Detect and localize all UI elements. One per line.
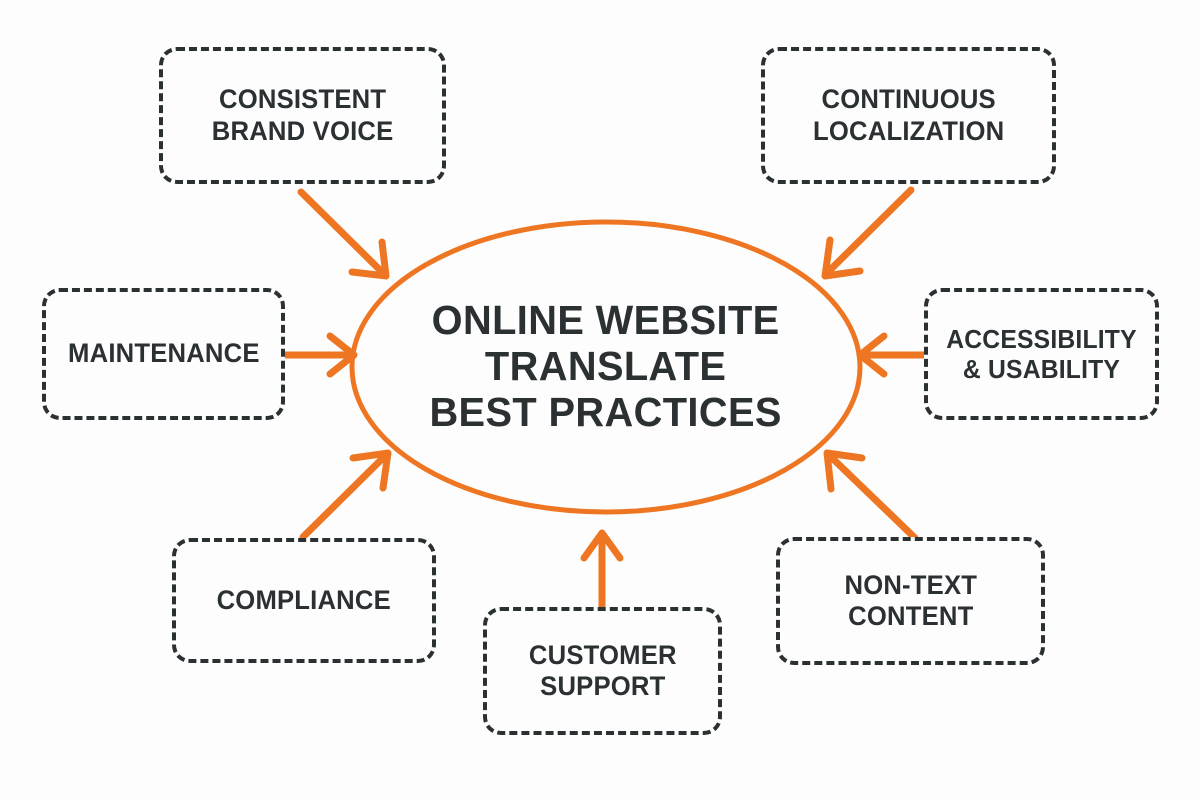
arrow-continuous-localization	[821, 186, 915, 280]
node-accessibility-usability-label: ACCESSIBILITY & USABILITY	[946, 323, 1137, 384]
node-continuous-localization[interactable]: CONTINUOUS LOCALIZATION	[761, 47, 1056, 184]
center-node-label: ONLINE WEBSITE TRANSLATE BEST PRACTICES	[429, 297, 783, 435]
node-consistent-brand-voice[interactable]: CONSISTENT BRAND VOICE	[159, 47, 446, 184]
arrow-customer-support	[580, 529, 624, 611]
node-compliance[interactable]: COMPLIANCE	[172, 538, 436, 663]
node-consistent-brand-voice-label: CONSISTENT BRAND VOICE	[211, 84, 394, 146]
node-compliance-label: COMPLIANCE	[216, 584, 392, 615]
node-non-text-content[interactable]: NON-TEXT CONTENT	[776, 537, 1045, 665]
center-node[interactable]: ONLINE WEBSITE TRANSLATE BEST PRACTICES	[352, 222, 860, 512]
arrow-compliance	[299, 449, 392, 541]
node-customer-support-label: CUSTOMER SUPPORT	[528, 639, 677, 701]
node-accessibility-usability[interactable]: ACCESSIBILITY & USABILITY	[924, 288, 1159, 420]
arrow-maintenance	[281, 332, 358, 378]
node-continuous-localization-label: CONTINUOUS LOCALIZATION	[812, 84, 1005, 146]
node-customer-support[interactable]: CUSTOMER SUPPORT	[483, 607, 722, 735]
node-maintenance-label: MAINTENANCE	[67, 338, 260, 369]
arrow-non-text-content	[823, 449, 919, 542]
arrow-accessibility-usability	[856, 332, 931, 378]
node-non-text-content-label: NON-TEXT CONTENT	[844, 569, 977, 631]
center-ellipse-outline	[349, 219, 863, 515]
node-maintenance[interactable]: MAINTENANCE	[42, 288, 285, 420]
arrow-consistent-brand-voice	[297, 188, 390, 280]
